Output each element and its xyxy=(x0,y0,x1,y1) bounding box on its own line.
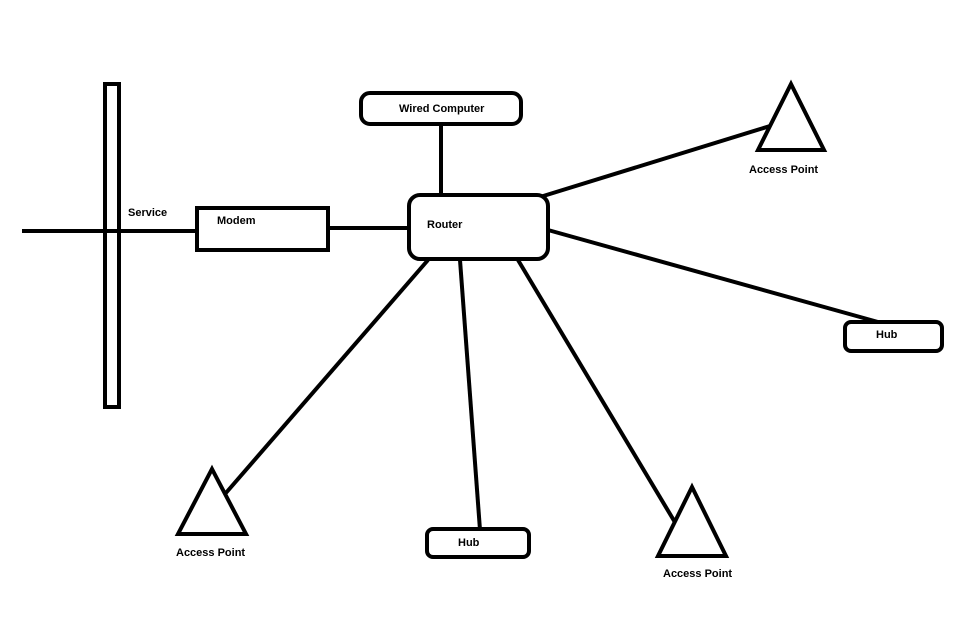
access-point-top-right-shape xyxy=(754,79,828,152)
access-point-bottom-right-shape xyxy=(654,482,730,558)
wired-computer-label: Wired Computer xyxy=(399,103,485,115)
router-hub-right-link xyxy=(547,228,879,324)
access-point-bottom-left-shape xyxy=(174,464,250,536)
service-label: Service xyxy=(128,207,168,219)
modem-label: Modem xyxy=(217,215,256,227)
hub-right-box xyxy=(843,320,944,353)
service-pole xyxy=(103,82,121,409)
router-ap-top-right-link xyxy=(539,124,771,199)
access-point-top-right-label: Access Point xyxy=(749,164,819,176)
access-point-bottom-right-label: Access Point xyxy=(663,568,733,580)
router-label: Router xyxy=(427,219,463,231)
router-ap-bottom-right-link xyxy=(516,258,678,526)
router-hub-bottom-link xyxy=(458,259,482,531)
router-box xyxy=(407,193,550,261)
hub-right-label: Hub xyxy=(876,329,898,341)
hub-bottom-label: Hub xyxy=(458,537,480,549)
hub-bottom-box xyxy=(425,527,531,559)
router-ap-bottom-left-link xyxy=(223,258,430,496)
access-point-bottom-left-label: Access Point xyxy=(176,547,246,559)
